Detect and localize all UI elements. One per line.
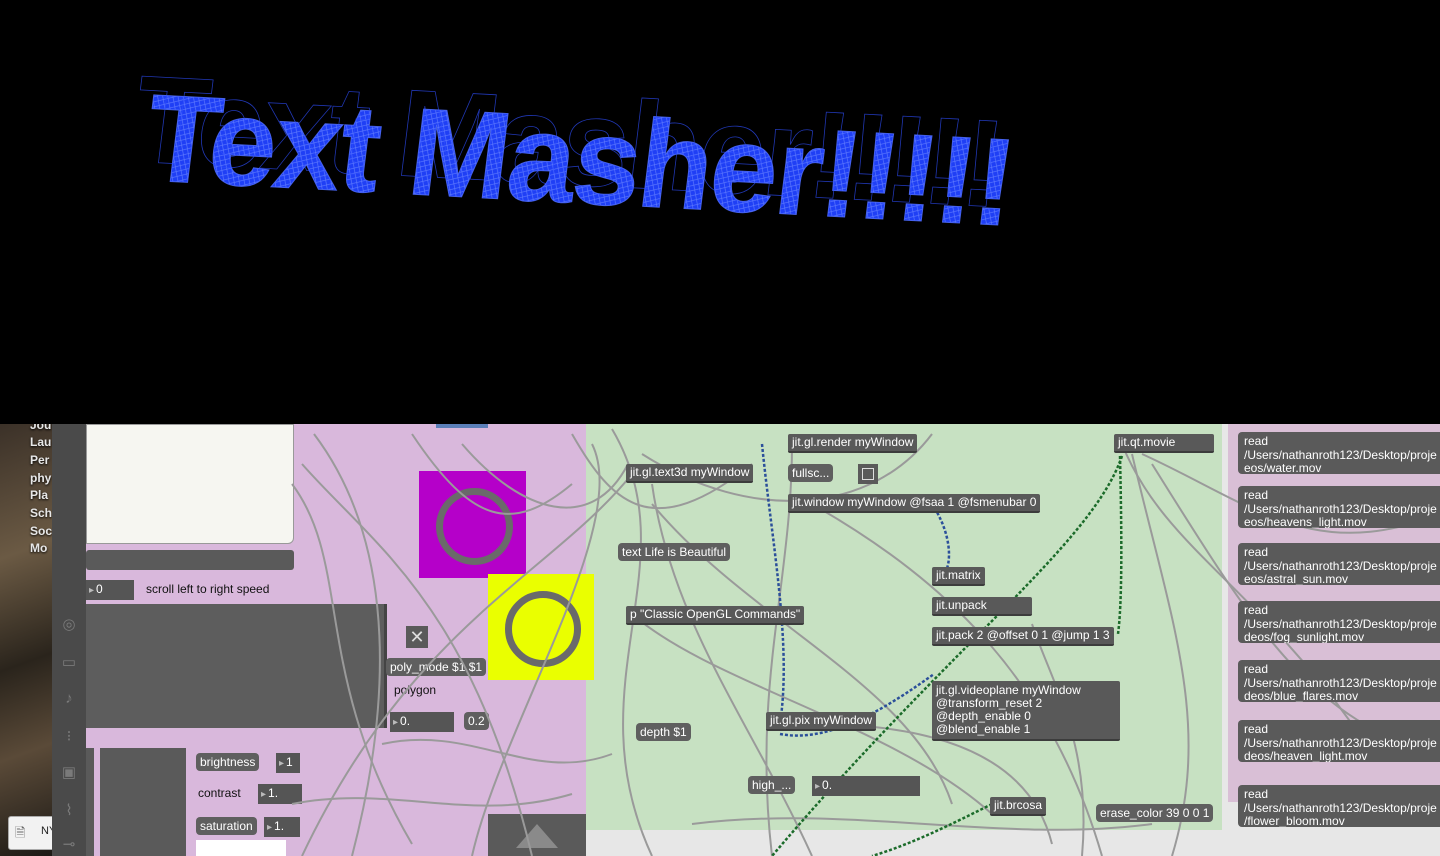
slider[interactable] (86, 748, 94, 856)
videoplane-line: @blend_enable 1 (936, 722, 1031, 736)
patcher-window[interactable]: 0 scroll left to right speed ✕ poly_mode… (52, 424, 1440, 856)
desktop-item[interactable]: Mo (30, 541, 48, 555)
slider[interactable] (86, 550, 294, 570)
music-icon[interactable]: ♪ (65, 690, 73, 707)
render-window: Text Masher!!!!! Text Masher!!!!! Text M… (0, 0, 1440, 424)
brightness-message[interactable]: brightness (196, 753, 260, 771)
jit-pack-object[interactable]: jit.pack 2 @offset 0 1 @jump 1 3 (932, 627, 1114, 646)
text-message[interactable]: text Life is Beautiful (618, 543, 731, 561)
read-message[interactable]: read/Users/nathanroth123/Desktop/proje/f… (1238, 785, 1440, 827)
jit-gl-videoplane-object[interactable]: jit.gl.videoplane myWindow @transform_re… (932, 681, 1120, 741)
green-panel (586, 424, 1222, 830)
jit-gl-text3d-object[interactable]: jit.gl.text3d myWindow (626, 464, 754, 483)
videoplane-line: jit.gl.videoplane myWindow (936, 683, 1081, 697)
fullscreen-toggle[interactable] (858, 464, 878, 484)
video-preview (196, 840, 286, 856)
clip-icon[interactable]: ⌇ (65, 802, 73, 819)
jit-brcosa-object[interactable]: jit.brcosa (990, 797, 1047, 816)
jit-gl-pix-object[interactable]: jit.gl.pix myWindow (766, 712, 877, 731)
jit-window-object[interactable]: jit.window myWindow @fsaa 1 @fsmenubar 0 (788, 494, 1041, 513)
toggle-purple[interactable] (419, 471, 526, 578)
bracket-icon[interactable]: ⁝ (66, 728, 72, 745)
patch-cords (291, 428, 1440, 856)
plug-icon[interactable]: ⊸ (62, 836, 76, 853)
bang-button[interactable] (436, 424, 488, 428)
desktop-item[interactable]: Sch (30, 506, 53, 520)
document-icon: 🗎 (15, 825, 26, 840)
depth-message[interactable]: depth $1 (636, 723, 691, 741)
jit-qt-movie-object[interactable]: jit.qt.movie (1114, 434, 1214, 453)
fullscreen-message[interactable]: fullsc... (788, 464, 834, 482)
patcher-toolbar: ◎ ▭ ♪ ⁝ ▣ ⌇ ⊸ (52, 424, 86, 856)
multislider[interactable] (100, 748, 186, 856)
subpatcher-object[interactable]: p "Classic OpenGL Commands" (626, 606, 805, 625)
jit-matrix-object[interactable]: jit.matrix (932, 567, 985, 586)
desktop-background: Jou Lau Per phy Pla Sch Soc Mo (0, 418, 53, 856)
high-number[interactable]: 0. (812, 776, 920, 796)
scroll-speed-number[interactable]: 0 (86, 580, 134, 600)
brightness-number[interactable]: 1 (276, 753, 300, 773)
film-icon[interactable]: ▭ (61, 654, 77, 671)
videoplane-line: @transform_reset 2 (936, 696, 1043, 710)
desktop-item[interactable]: Pla (30, 488, 49, 502)
text-edit-box[interactable] (86, 424, 294, 544)
contrast-number[interactable]: 1. (258, 784, 302, 804)
saturation-message[interactable]: saturation (196, 817, 257, 835)
toggle-circle-icon (436, 488, 513, 565)
render-canvas: Text Masher!!!!! Text Masher!!!!! Text M… (127, 50, 1022, 253)
desktop-item[interactable]: phy (30, 471, 52, 485)
target-icon[interactable]: ◎ (62, 616, 76, 633)
erase-color-message[interactable]: erase_color 39 0 0 1 (1096, 804, 1214, 822)
play-button[interactable] (488, 814, 586, 856)
triangle-icon (516, 824, 558, 848)
float-message[interactable]: 0.2 (464, 712, 489, 730)
poly-mode-message[interactable]: poly_mode $1 $1 (386, 658, 487, 676)
high-message[interactable]: high_... (748, 776, 796, 794)
float-number[interactable]: 0. (390, 712, 454, 732)
desktop-item[interactable]: Soc (30, 524, 53, 538)
checkbox-icon (862, 468, 874, 480)
toggle-circle-icon (505, 591, 581, 667)
videoplane-line: @depth_enable 0 (936, 709, 1031, 723)
desktop-item[interactable]: Lau (30, 435, 52, 449)
jit-unpack-object[interactable]: jit.unpack (932, 597, 1032, 616)
saturation-number[interactable]: 1. (264, 817, 300, 837)
contrast-label: contrast (198, 786, 241, 800)
desktop-item[interactable]: Per (30, 453, 50, 467)
close-icon[interactable]: ✕ (406, 626, 428, 648)
scroll-speed-label: scroll left to right speed (146, 582, 270, 596)
jit-gl-render-object[interactable]: jit.gl.render myWindow (788, 434, 918, 453)
image-icon[interactable]: ▣ (61, 764, 77, 781)
